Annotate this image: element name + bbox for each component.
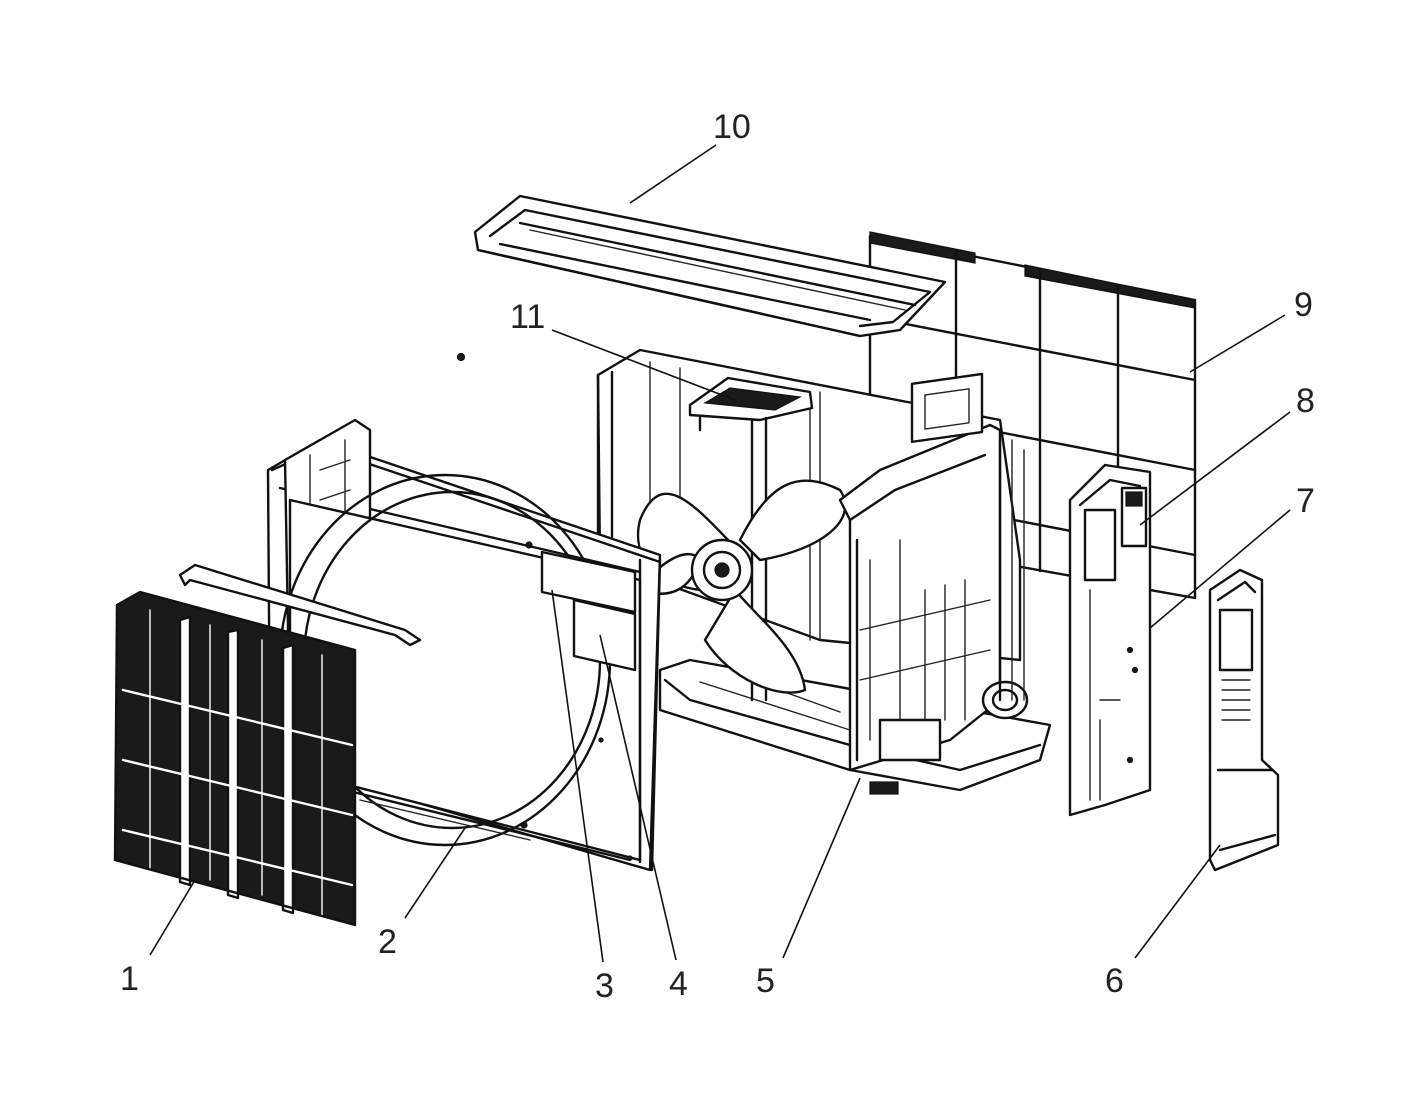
leader-1 xyxy=(149,879,196,956)
part-10-top-panel xyxy=(473,194,947,338)
leader-11 xyxy=(551,329,736,401)
leader-8 xyxy=(1139,411,1291,526)
leader-5 xyxy=(782,777,861,959)
callout-label-6: 6 xyxy=(1105,962,1124,1000)
part-1-front-grille xyxy=(113,590,357,927)
callout-label-7: 7 xyxy=(1296,482,1315,520)
callout-labels: 1 2 3 4 5 6 7 8 9 10 11 xyxy=(120,108,1315,1005)
part-8-side-panel xyxy=(1068,463,1152,817)
leader-4 xyxy=(599,634,677,961)
callout-label-3: 3 xyxy=(595,967,614,1005)
part-4-label-plate xyxy=(572,598,637,672)
leader-6 xyxy=(1134,844,1221,959)
leader-9 xyxy=(1189,314,1286,373)
callout-label-4: 4 xyxy=(669,965,688,1003)
part-2-front-panel xyxy=(178,418,662,872)
callout-label-9: 9 xyxy=(1294,286,1313,324)
part-5-base-assembly xyxy=(596,348,1052,795)
callout-label-2: 2 xyxy=(378,923,397,961)
callout-label-11: 11 xyxy=(510,298,545,336)
callout-label-10: 10 xyxy=(713,108,751,146)
callout-label-8: 8 xyxy=(1296,382,1315,420)
callout-label-1: 1 xyxy=(120,960,139,998)
part-6-service-cover xyxy=(1208,568,1280,872)
leader-lines xyxy=(149,144,1291,963)
callout-label-5: 5 xyxy=(756,962,775,1000)
part-3-label-plate xyxy=(540,550,637,614)
leader-10 xyxy=(629,144,717,204)
leader-2 xyxy=(404,827,466,919)
leader-3 xyxy=(551,589,604,963)
leader-7 xyxy=(1149,509,1291,629)
